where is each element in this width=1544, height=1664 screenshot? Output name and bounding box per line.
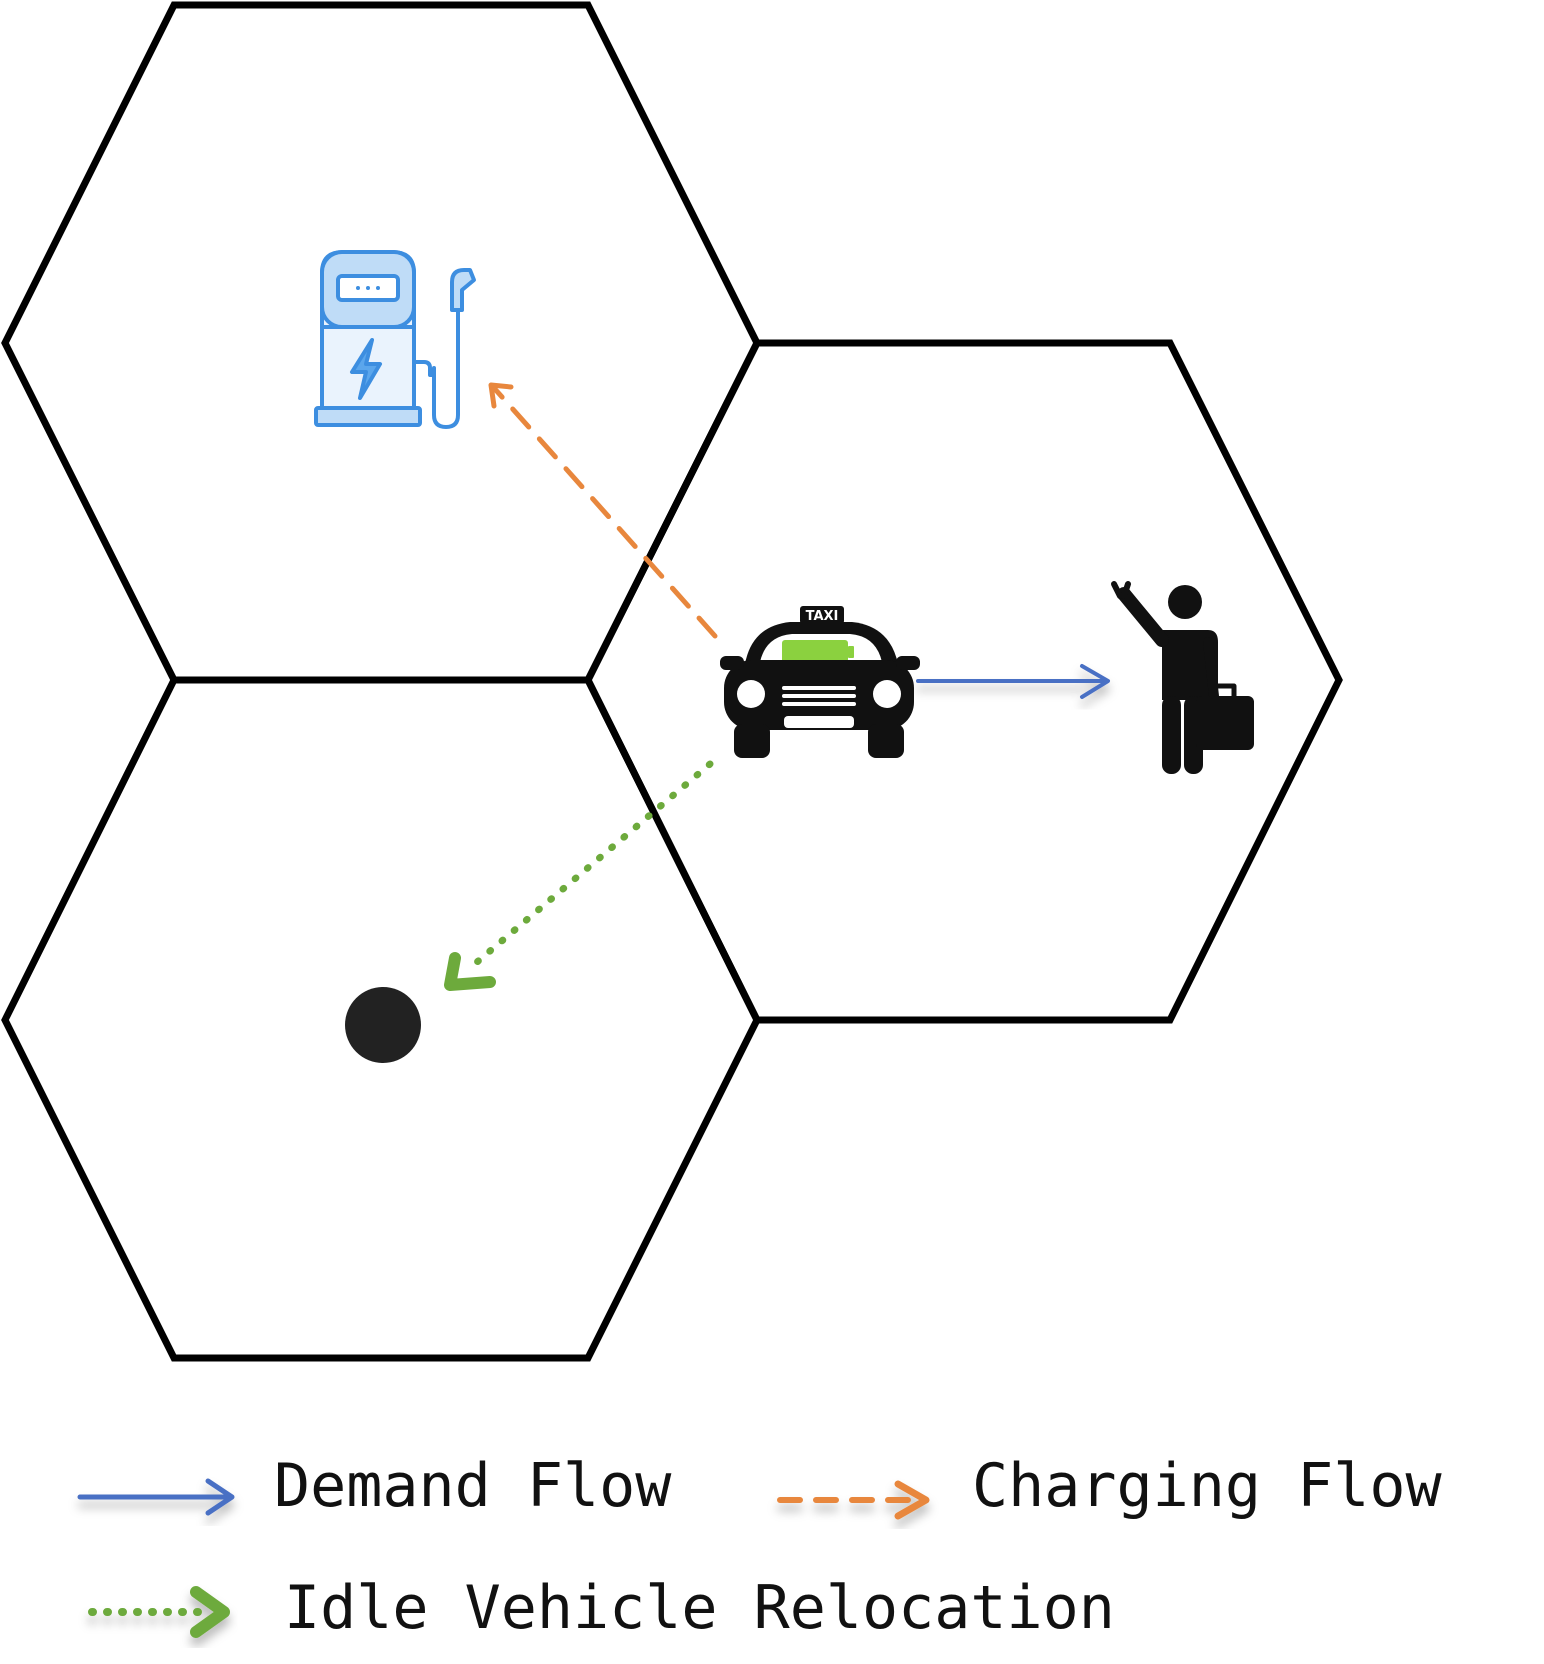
passenger-icon — [1111, 581, 1254, 774]
legend-charging-marker — [777, 1480, 930, 1520]
legend-idle-marker — [88, 1586, 230, 1638]
taxi-icon: TAXI — [720, 606, 920, 758]
demand-flow-arrow — [916, 664, 1110, 699]
battery-level-indicator — [782, 640, 848, 664]
hex-cell-right — [584, 339, 1343, 1024]
legend-idle-label: Idle Vehicle Relocation — [284, 1573, 1115, 1643]
relocation-target-dot — [345, 987, 421, 1063]
taxi-sign-text: TAXI — [806, 609, 839, 624]
idle-relocation-arrow — [444, 760, 714, 991]
charging-flow-arrow — [488, 382, 718, 639]
charging-station-icon — [314, 250, 476, 429]
legend-demand-label: Demand Flow — [274, 1451, 672, 1521]
legend-demand-marker — [77, 1478, 235, 1516]
legend-charging-label: Charging Flow — [972, 1451, 1442, 1521]
